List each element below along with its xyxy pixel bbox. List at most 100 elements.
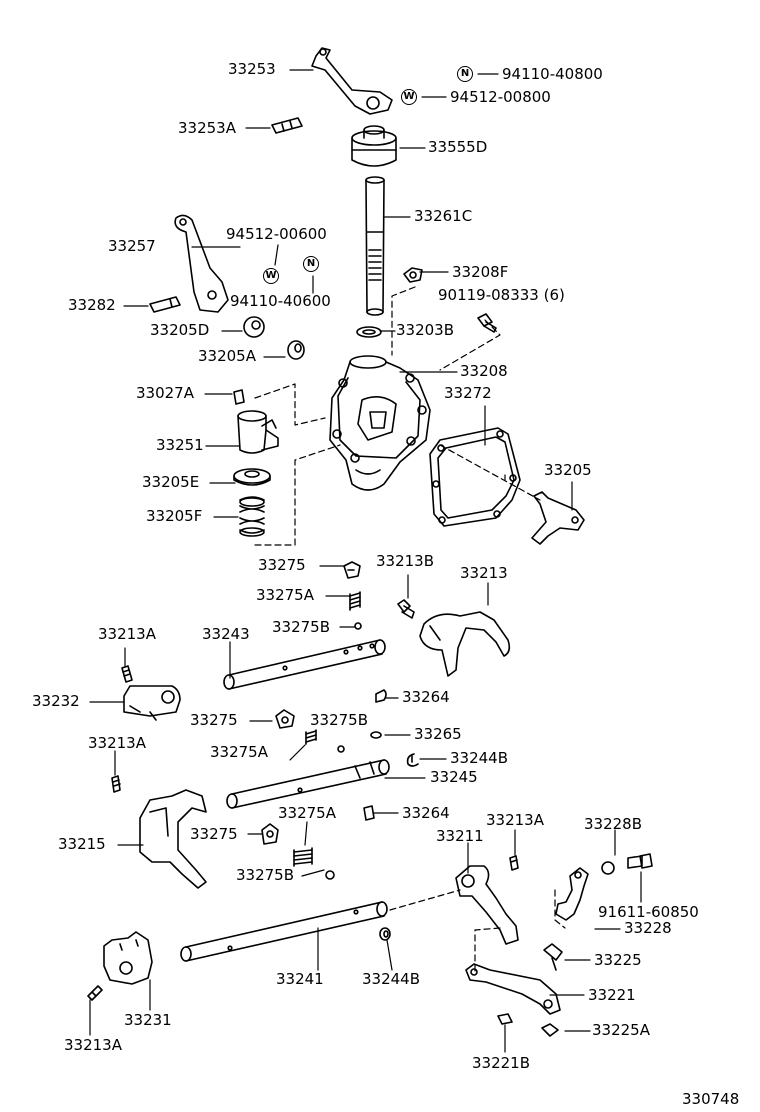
part-label: 33213A xyxy=(64,1036,122,1054)
part-label: 33205A xyxy=(198,347,256,365)
pin-33213a-upper xyxy=(121,665,133,683)
control-lever-33253 xyxy=(311,47,393,115)
head-33232 xyxy=(123,685,181,721)
part-label: 33215 xyxy=(58,835,106,853)
part-label: 33228B xyxy=(584,815,643,833)
shaft-33243 xyxy=(223,639,386,690)
pin-33213a-right xyxy=(509,855,519,871)
part-label: 94512-00800 xyxy=(450,88,551,106)
part-label: 33231 xyxy=(124,1011,172,1029)
part-label: 33244B xyxy=(362,970,421,988)
part-label: 33282 xyxy=(68,296,116,314)
lever-33251 xyxy=(237,410,279,454)
part-label: 94110-40800 xyxy=(502,65,603,83)
part-label: 33275 xyxy=(258,556,306,574)
part-label: 33205 xyxy=(544,461,592,479)
spring-33275a-top xyxy=(349,591,361,611)
part-label: 33027A xyxy=(136,384,194,402)
housing-33208 xyxy=(329,355,431,491)
sleeve-33555d xyxy=(351,125,397,167)
pin-33264-upper xyxy=(375,689,387,703)
part-label: 33208F xyxy=(452,263,509,281)
pin-33265 xyxy=(370,731,382,739)
part-label: 33221 xyxy=(588,986,636,1004)
shaft-33261c xyxy=(365,176,385,316)
shaft-33245 xyxy=(226,759,390,809)
part-label: 33264 xyxy=(402,804,450,822)
nut-symbol-icon: N xyxy=(457,66,473,82)
part-label: 33264 xyxy=(402,688,450,706)
nut-symbol-icon: N xyxy=(303,256,319,272)
part-label: 33211 xyxy=(436,827,484,845)
ball-33275b-lower xyxy=(325,870,335,880)
bush-33221b xyxy=(497,1013,513,1025)
part-label: 33205F xyxy=(146,507,203,525)
part-label: 94512-00600 xyxy=(226,225,327,243)
assembly-dashed-lines xyxy=(254,286,566,976)
leader-lines xyxy=(89,69,642,1053)
part-label: 33203B xyxy=(396,321,455,339)
part-label: 33265 xyxy=(414,725,462,743)
lever-33211 xyxy=(455,865,519,945)
plug-33275-top xyxy=(343,561,361,579)
pin-33282 xyxy=(149,296,181,313)
spring-33275a-middle xyxy=(305,729,317,745)
nut-33208f xyxy=(403,267,423,283)
part-label: 33275 xyxy=(190,825,238,843)
part-label: 33253A xyxy=(178,119,236,137)
bolt-33213b xyxy=(397,599,415,619)
part-label: 33275A xyxy=(256,586,314,604)
part-label: 33257 xyxy=(108,237,156,255)
ball-33275b-top xyxy=(354,622,362,630)
ball-33275b-middle xyxy=(337,745,345,753)
pin-33027a xyxy=(233,389,245,405)
bolt-90119 xyxy=(477,313,497,333)
part-label: 94110-40600 xyxy=(230,292,331,310)
part-label: 33232 xyxy=(32,692,80,710)
fork-33213 xyxy=(419,611,511,677)
part-label: 33251 xyxy=(156,436,204,454)
part-label: 33213A xyxy=(98,625,156,643)
lever-33205 xyxy=(531,491,585,545)
bolt-91611 xyxy=(627,853,653,869)
part-label: 33205E xyxy=(142,473,200,491)
part-label: 90119-08333 (6) xyxy=(438,286,565,304)
gasket-33272 xyxy=(429,427,521,527)
seal-33203b xyxy=(356,326,382,338)
part-label: 33213A xyxy=(88,734,146,752)
part-label: 33225 xyxy=(594,951,642,969)
plug-33275-lower xyxy=(261,823,279,845)
part-label: 33228 xyxy=(624,919,672,937)
part-label: 33261C xyxy=(414,207,473,225)
spring-33275a-lower xyxy=(293,847,313,867)
part-label: 33275B xyxy=(236,866,295,884)
lever-33257 xyxy=(174,214,229,313)
fork-33215 xyxy=(139,789,207,889)
part-label: 33275 xyxy=(190,711,238,729)
part-label: 91611-60850 xyxy=(598,903,699,921)
part-label: 33275B xyxy=(310,711,369,729)
part-label: 33275A xyxy=(210,743,268,761)
plug-33275-middle xyxy=(275,709,295,729)
snap-ring-33244b-upper xyxy=(406,753,419,767)
pin-33213a-bottom xyxy=(87,985,103,1001)
part-label: 33208 xyxy=(460,362,508,380)
snap-ring-33244b-lower xyxy=(379,927,391,941)
part-label: 33245 xyxy=(430,768,478,786)
pin-33225 xyxy=(543,943,563,971)
pin-33264-lower xyxy=(363,805,375,821)
bolt-33253a xyxy=(271,117,303,134)
washer-33228b xyxy=(601,861,615,875)
part-label: 33225A xyxy=(592,1021,650,1039)
part-label: 33221B xyxy=(472,1054,531,1072)
part-label: 33272 xyxy=(444,384,492,402)
bolt-33225a xyxy=(541,1023,559,1037)
spring-33205f xyxy=(239,496,265,537)
head-33231 xyxy=(103,931,153,985)
part-label: 33213A xyxy=(486,811,544,829)
part-label: 33213B xyxy=(376,552,435,570)
part-label: 33241 xyxy=(276,970,324,988)
part-label: 33244B xyxy=(450,749,509,767)
